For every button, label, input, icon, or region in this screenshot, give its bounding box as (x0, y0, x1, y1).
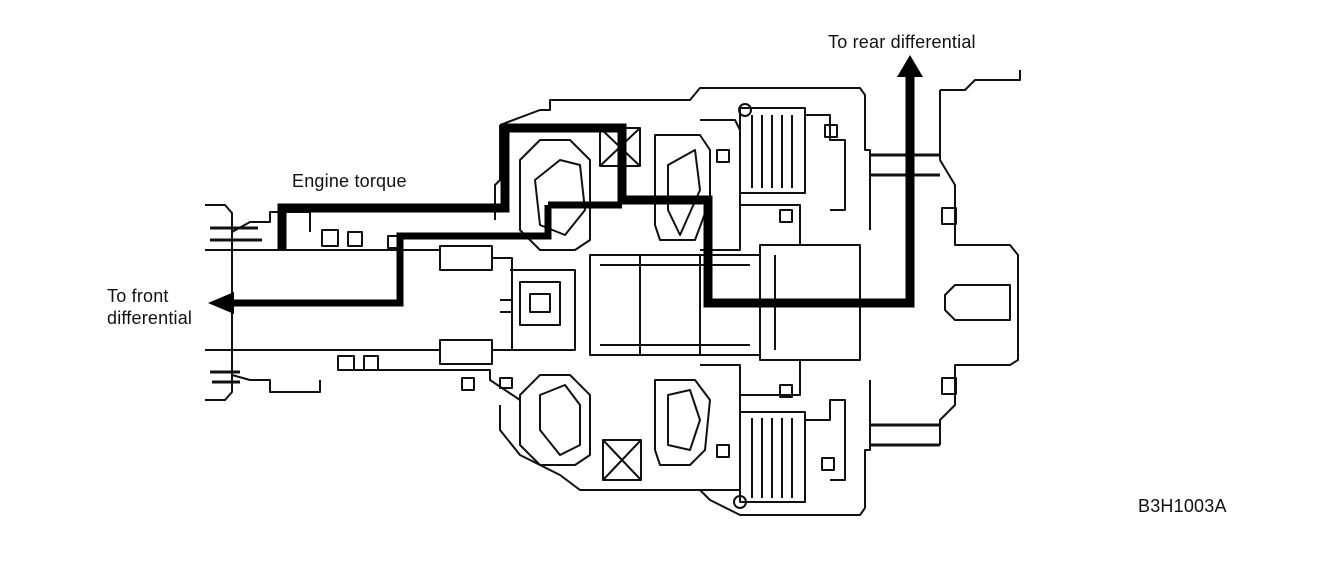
housing (494, 70, 1021, 516)
front-differential-label: To front differential (107, 285, 192, 329)
engine-torque-input-path (277, 75, 915, 308)
arrow-up-icon (897, 55, 923, 77)
figure-code: B3H1003A (1138, 496, 1227, 516)
small-parts (387, 235, 513, 391)
clutch-pack-upper (716, 103, 860, 246)
clutch-pack-lower (716, 360, 846, 509)
input-shaft (205, 204, 521, 405)
front-differential-label-line2: differential (107, 308, 193, 328)
arrow-left-icon (208, 292, 234, 314)
engine-torque-label: Engine torque (292, 171, 407, 191)
front-differential-label-line1: To front (107, 286, 169, 306)
front-output-path (232, 205, 552, 307)
torque-flow-path (232, 75, 915, 308)
rear-differential-label: To rear differential (828, 32, 976, 52)
